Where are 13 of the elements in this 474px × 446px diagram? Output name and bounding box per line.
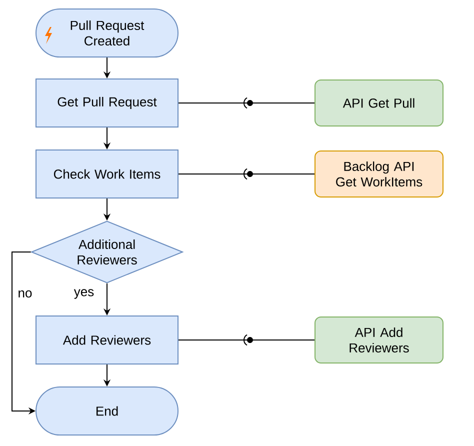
interface-connector xyxy=(178,168,315,180)
api-box: Backlog API Get WorkItems xyxy=(314,150,444,198)
process-box: Add Reviewers xyxy=(36,316,178,364)
api-box: API Add Reviewers xyxy=(314,316,444,364)
interface-connector xyxy=(178,334,315,346)
interface-connector xyxy=(178,97,315,109)
terminal-box: End xyxy=(36,386,178,436)
process-box: Get Pull Request xyxy=(36,78,178,128)
api-box: API Get Pull xyxy=(314,80,444,126)
terminal-box: Pull Request Created xyxy=(36,8,178,58)
edge-label: yes xyxy=(72,288,96,300)
edge-label: no xyxy=(16,289,34,299)
process-box: Check Work Items xyxy=(36,150,178,198)
